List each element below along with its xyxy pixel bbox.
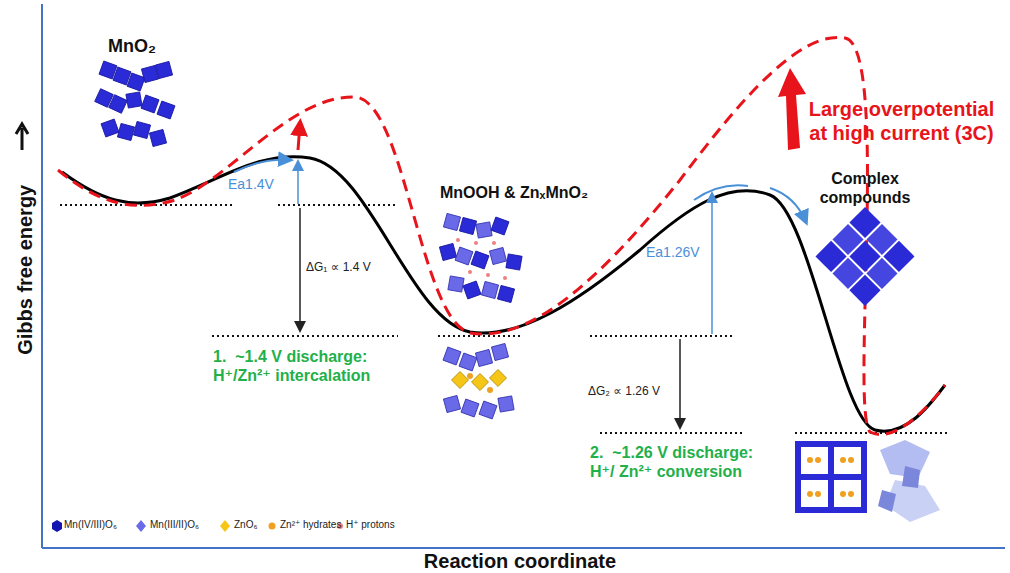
red-arrow xyxy=(298,124,300,150)
axis-title: Reaction coordinate xyxy=(424,550,616,573)
ea-label: Ea1.4V xyxy=(228,176,274,193)
delta-g-label: ΔG₂ ∝ 1.26 V xyxy=(588,384,660,398)
ea-arrow xyxy=(297,162,299,204)
legend-text: Mn(III/II)O₆ xyxy=(150,519,199,530)
step-label: 1. ~1.4 V discharge: H⁺/Zn²⁺ intercalati… xyxy=(213,348,413,386)
mno2-structure xyxy=(95,61,175,147)
level-lines xyxy=(60,205,948,433)
spinel-structure xyxy=(878,440,940,522)
step-label: 2. ~1.26 V discharge: H⁺/ Zn²⁺ conversio… xyxy=(590,444,782,482)
mnooh-structure xyxy=(439,213,522,302)
overpotential-curve xyxy=(58,37,945,434)
state-label: Complex compounds xyxy=(810,170,920,208)
state-label: MnO₂ xyxy=(108,36,156,57)
legend-text: ZnO₆ xyxy=(234,519,257,530)
legend-text: Zn²⁺ hydrates xyxy=(280,519,341,530)
legend-text: Mn(IV/III)O₆ xyxy=(64,519,117,530)
delta-g-label: ΔG₁ ∝ 1.4 V xyxy=(306,260,371,274)
big-red-arrow xyxy=(778,68,806,150)
axis-title: Gibbs free energy xyxy=(14,185,38,355)
legend-icons xyxy=(52,520,343,532)
delta-g-arrow xyxy=(679,339,681,427)
complex-structure xyxy=(816,207,915,306)
ea-curve-arrow xyxy=(234,160,290,172)
y-axis xyxy=(41,4,43,548)
x-axis xyxy=(42,547,1005,549)
ea-arrow xyxy=(711,194,713,334)
axis-arrow xyxy=(16,124,28,150)
ea-label: Ea1.26V xyxy=(646,244,700,261)
state-label: MnOOH & ZnₓMnO₂ xyxy=(440,184,588,203)
tunnel-structure xyxy=(798,444,864,510)
delta-g-arrow xyxy=(299,208,301,330)
overpotential-note: Large overpotential at high current (3C) xyxy=(799,98,1004,145)
ea-curve-arrow xyxy=(770,188,806,222)
energy-curve xyxy=(62,157,945,432)
legend-text: H⁺ protons xyxy=(346,519,395,530)
znmno2-structure xyxy=(443,343,514,419)
ea-curve-arrow xyxy=(694,185,748,200)
